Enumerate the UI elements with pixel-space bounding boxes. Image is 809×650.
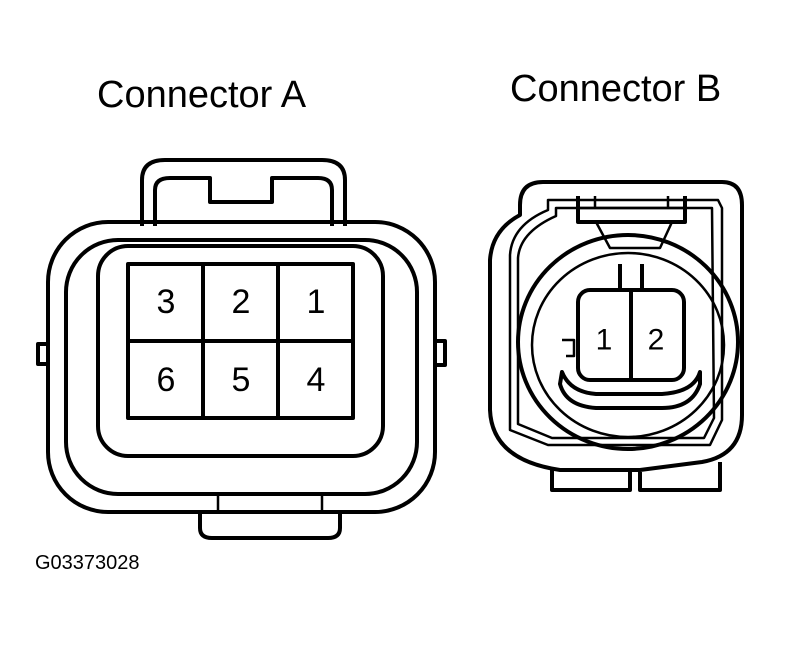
connector-a-left-tab [36, 342, 48, 366]
connector-a-latch-notch [153, 176, 334, 226]
connector-a-bottom-lock [198, 511, 342, 540]
connector-b-outer-housing [488, 180, 744, 472]
connector-b-side-detail [562, 338, 576, 358]
pin-label: 1 [596, 324, 613, 357]
connector-b-shroud [516, 233, 740, 451]
connector-a-top-latch [140, 158, 347, 226]
connector-b-lock-bar [558, 370, 702, 410]
connector-b-key [618, 264, 644, 292]
pin-label: 3 [157, 283, 176, 321]
connector-b-inner-frame [508, 198, 724, 447]
connector-b-title: Connector B [510, 68, 722, 110]
pin-label: 5 [232, 361, 251, 399]
connector-a-cavity [96, 244, 385, 458]
pin-label: 1 [307, 283, 326, 321]
pin-label: 4 [307, 361, 326, 399]
connector-b: 1 2 [488, 180, 744, 492]
figure-id: G03373028 [35, 552, 140, 574]
connector-a-pin-grid: 3 2 1 6 5 4 [126, 262, 355, 420]
connector-a: 3 2 1 6 5 4 [36, 158, 447, 540]
connector-a-inner-housing [64, 238, 419, 496]
connector-a-bottom-lock-inner [216, 496, 324, 514]
connector-b-bottom-tabs [550, 462, 722, 492]
pin-label: 6 [157, 361, 176, 399]
pin-label: 2 [232, 283, 251, 321]
connector-a-title: Connector A [97, 74, 307, 116]
connector-a-right-tab [435, 339, 447, 367]
connector-b-inner-frame-2 [516, 206, 716, 440]
pin-label: 2 [648, 324, 665, 357]
connector-b-shroud-inner [530, 251, 726, 439]
connector-b-latch-detail [578, 196, 685, 250]
pin-cell [276, 339, 355, 420]
